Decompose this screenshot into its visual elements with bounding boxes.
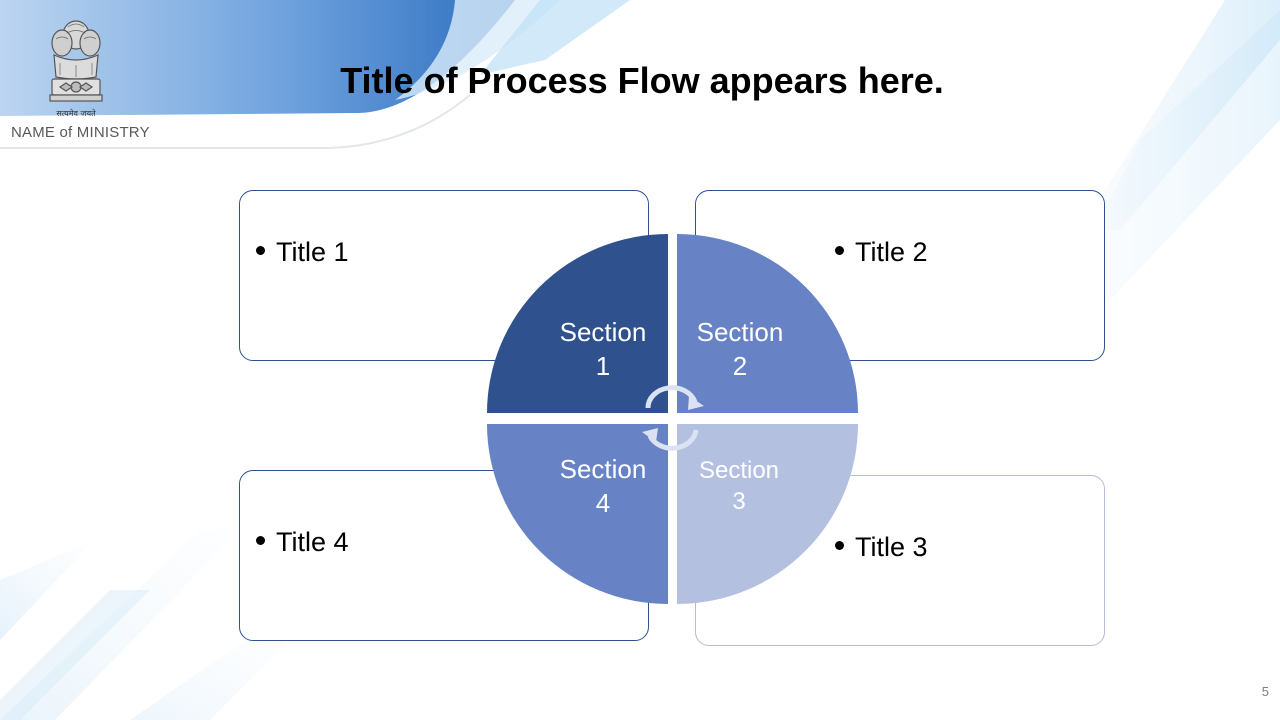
section-2-quadrant [677,234,858,413]
title-3-label: Title 3 [855,532,928,562]
title-1-label: Title 1 [276,237,349,267]
bullet-icon [835,246,844,256]
section-1-quadrant [487,234,668,413]
section-2-label: Section 2 [696,317,784,381]
bullet-icon [835,541,844,551]
slide-title: Title of Process Flow appears here. [340,60,944,101]
section-4-quadrant [487,424,668,604]
arrow-head-icon [688,396,704,410]
page-number: 5 [1261,684,1269,699]
section-1-label: Section 1 [559,317,647,381]
cycle-arrows-icon [645,385,699,451]
arrow-head-icon [642,428,658,442]
title-2-label: Title 2 [855,237,928,267]
national-emblem-logo [49,20,103,102]
section-4-label: Section 4 [559,454,647,518]
section-3-label: Section 3 [698,457,780,515]
ministry-name: NAME of MINISTRY [11,124,150,141]
emblem-motto: सत्यमेव जयते [56,109,96,118]
bullet-icon [256,536,265,546]
section-3-quadrant [677,424,858,604]
title-4-label: Title 4 [276,527,349,557]
bullet-icon [256,246,265,256]
